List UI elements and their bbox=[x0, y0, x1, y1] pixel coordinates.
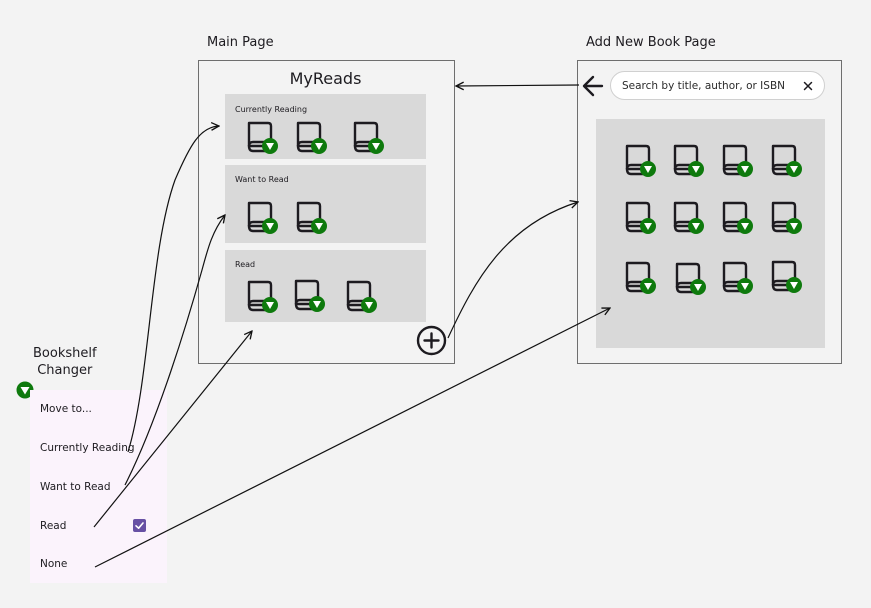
menu-item-none[interactable]: None bbox=[40, 558, 68, 570]
arrow-add-to-search bbox=[447, 202, 578, 339]
arrow-read bbox=[93, 331, 252, 528]
menu-title: Move to... bbox=[40, 403, 92, 415]
arrow-want-to-read bbox=[124, 215, 225, 486]
add-page-caption: Add New Book Page bbox=[586, 35, 716, 50]
shelf-read: Read bbox=[225, 250, 426, 322]
arrow-currently-reading bbox=[127, 126, 219, 453]
plus-circle-icon[interactable] bbox=[416, 325, 447, 356]
menu-item-currently-reading[interactable]: Currently Reading bbox=[40, 442, 135, 454]
search-placeholder: Search by title, author, or ISBN bbox=[622, 80, 786, 92]
arrow-left-icon[interactable] bbox=[580, 73, 606, 99]
search-results-grid bbox=[596, 119, 825, 348]
bookshelf-changer-menu: Move to... Currently Reading Want to Rea… bbox=[30, 390, 167, 583]
menu-item-read[interactable]: Read bbox=[40, 520, 67, 532]
check-icon bbox=[135, 522, 144, 529]
shelf-label: Read bbox=[235, 260, 256, 269]
arrow-back-to-main bbox=[456, 85, 580, 86]
shelf-label: Want to Read bbox=[235, 175, 289, 184]
arrow-none bbox=[94, 308, 610, 568]
shelf-currently-reading: Currently Reading bbox=[225, 94, 426, 159]
main-page-caption: Main Page bbox=[207, 35, 274, 50]
search-input[interactable]: Search by title, author, or ISBN bbox=[610, 71, 825, 100]
read-checkbox[interactable] bbox=[133, 519, 146, 532]
shelf-want-to-read: Want to Read bbox=[225, 165, 426, 243]
bookshelf-changer-caption: Bookshelf Changer bbox=[33, 346, 97, 378]
shelf-label: Currently Reading bbox=[235, 105, 308, 114]
app-title: MyReads bbox=[289, 69, 362, 88]
changer-badge-icon[interactable] bbox=[16, 381, 34, 399]
menu-item-want-to-read[interactable]: Want to Read bbox=[40, 481, 111, 493]
close-icon[interactable] bbox=[803, 81, 813, 91]
